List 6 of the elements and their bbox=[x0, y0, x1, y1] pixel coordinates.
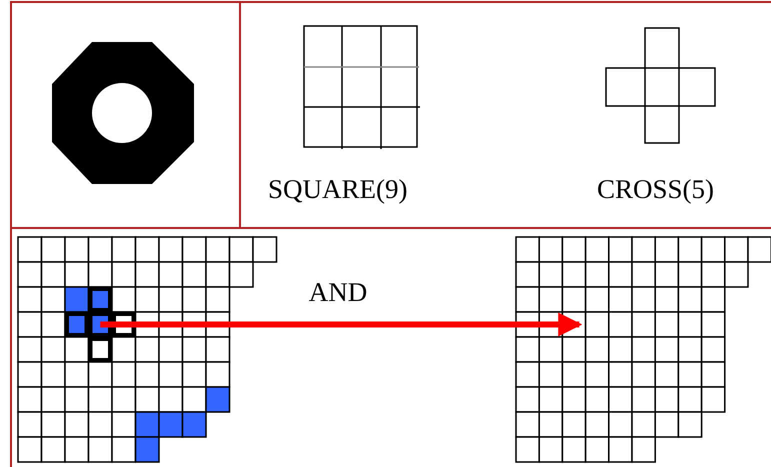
arrow bbox=[100, 312, 582, 336]
pixel-grid bbox=[515, 236, 771, 463]
edge-label: AND bbox=[308, 276, 368, 306]
structuring-element-caption: CROSS(5) bbox=[597, 174, 714, 204]
structuring-element-caption: SQUARE(9) bbox=[268, 174, 408, 204]
pixel-grid bbox=[17, 236, 278, 463]
